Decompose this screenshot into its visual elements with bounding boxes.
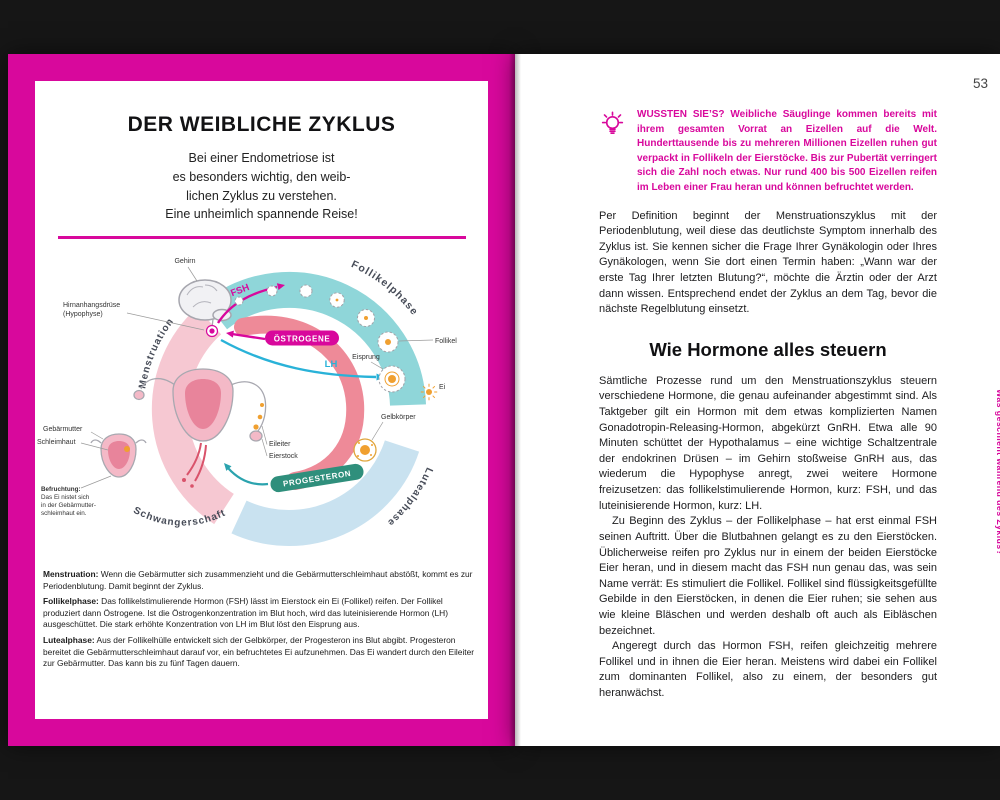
- right-page: 53 WUSSTEN SIE’S? Weibliche Säuglinge ko…: [515, 54, 1000, 746]
- legend-term: Follikelphase:: [43, 596, 99, 607]
- ovulation-circle: [378, 365, 406, 393]
- legend-item-follikelphase: Follikelphase: Das follikelstimulierende…: [43, 596, 476, 631]
- legend: Menstruation: Wenn die Gebärmutter sich …: [35, 565, 488, 670]
- implantation-inset: [90, 433, 147, 478]
- legend-text: Wenn die Gebärmutter sich zusammenzieht …: [43, 569, 473, 591]
- label-ei: Ei: [439, 384, 446, 391]
- lutealphase-arc: [231, 439, 420, 546]
- legend-item-menstruation: Menstruation: Wenn die Gebärmutter sich …: [43, 569, 476, 592]
- label-gebaermutter: Gebärmutter: [43, 426, 83, 433]
- oestrogen-band: [234, 315, 365, 490]
- paragraph-fsh-follikel: Angeregt durch das Hormon FSH, reifen gl…: [599, 640, 937, 700]
- paragraph-definition: Per Definition beginnt der Menstruations…: [599, 209, 937, 316]
- label-gelbkoerper: Gelbkörper: [381, 414, 416, 421]
- book-spine-shadow: [509, 54, 521, 746]
- svg-text:in der Gebärmutter-: in der Gebärmutter-: [41, 502, 96, 509]
- cycle-diagram: Follikelphase Lutealphase Menstruation S…: [37, 258, 457, 546]
- label-eierstock: Eierstock: [269, 453, 298, 460]
- legend-text: Das follikelstimulierende Hormon (FSH) l…: [43, 596, 448, 630]
- title-rule: [57, 236, 466, 239]
- label-lh: LH: [325, 359, 338, 370]
- left-page: DER WEIBLICHE ZYKLUS Bei einer Endometri…: [8, 54, 515, 746]
- svg-text:Befruchtung:: Befruchtung:: [41, 486, 81, 493]
- page-title: DER WEIBLICHE ZYKLUS: [127, 113, 396, 136]
- uterus-illustration: [133, 368, 267, 488]
- label-befruchtung: Befruchtung: Das Ei nistet sich in der G…: [41, 475, 112, 517]
- legend-item-lutealphase: Lutealphase: Aus der Follikelhülle entwi…: [43, 635, 476, 670]
- label-eileiter: Eileiter: [269, 441, 291, 448]
- paragraph-follikelphase: Zu Beginn des Zyklus – der Follikelphase…: [599, 515, 937, 637]
- fact-lead: WUSSTEN SIE’S?: [637, 109, 725, 120]
- follikelphase-arc: [204, 271, 426, 407]
- right-page-content: WUSSTEN SIE’S? Weibliche Säuglinge komme…: [599, 108, 937, 702]
- menstrual-flow: [182, 442, 207, 488]
- label-eisprung: Eisprung: [352, 354, 380, 361]
- label-follikel: Follikel: [435, 338, 457, 345]
- paragraph-hormones: Sämtliche Prozesse rund um den Menstruat…: [599, 374, 937, 512]
- section-heading: Wie Hormone alles steuern: [649, 338, 887, 360]
- label-schleimhaut: Schleimhaut: [37, 439, 76, 446]
- legend-term: Lutealphase:: [43, 634, 95, 645]
- brain-illustration: [178, 279, 232, 338]
- lightbulb-icon: [601, 111, 624, 134]
- legend-text: Aus der Follikelhülle entwickelt sich de…: [43, 634, 475, 669]
- label-hypophyse-1: Hirnanhangsdrüse: [63, 302, 120, 309]
- fact-text: WUSSTEN SIE’S? Weibliche Säuglinge komme…: [637, 108, 937, 196]
- egg-icon: [420, 383, 438, 401]
- follicle-dots: [234, 284, 399, 353]
- oestrogene-pill: ÖSTROGENE: [226, 330, 339, 346]
- label-oestrogene: ÖSTROGENE: [274, 334, 331, 343]
- progesteron-arrow: [224, 463, 269, 486]
- corpus-luteum-icon: [353, 438, 377, 462]
- svg-text:schleimhaut ein.: schleimhaut ein.: [41, 510, 87, 517]
- svg-text:Das Ei nistet sich: Das Ei nistet sich: [41, 494, 90, 501]
- margin-note-vertical: Was geschieht während des Zyklus?: [995, 389, 1000, 556]
- label-hypophyse-2: (Hypophyse): [63, 311, 103, 318]
- label-gehirn: Gehirn: [174, 258, 195, 265]
- left-page-content: DER WEIBLICHE ZYKLUS Bei einer Endometri…: [35, 81, 488, 719]
- menstruation-arc: [151, 307, 235, 525]
- legend-term: Menstruation:: [43, 569, 99, 579]
- fact-body: Weibliche Säuglinge kommen bereits mit i…: [637, 109, 937, 193]
- intro-text: Bei einer Endometriose ist es besonders …: [165, 151, 358, 222]
- fact-box: WUSSTEN SIE’S? Weibliche Säuglinge komme…: [599, 108, 937, 196]
- page-number: 53: [972, 76, 988, 91]
